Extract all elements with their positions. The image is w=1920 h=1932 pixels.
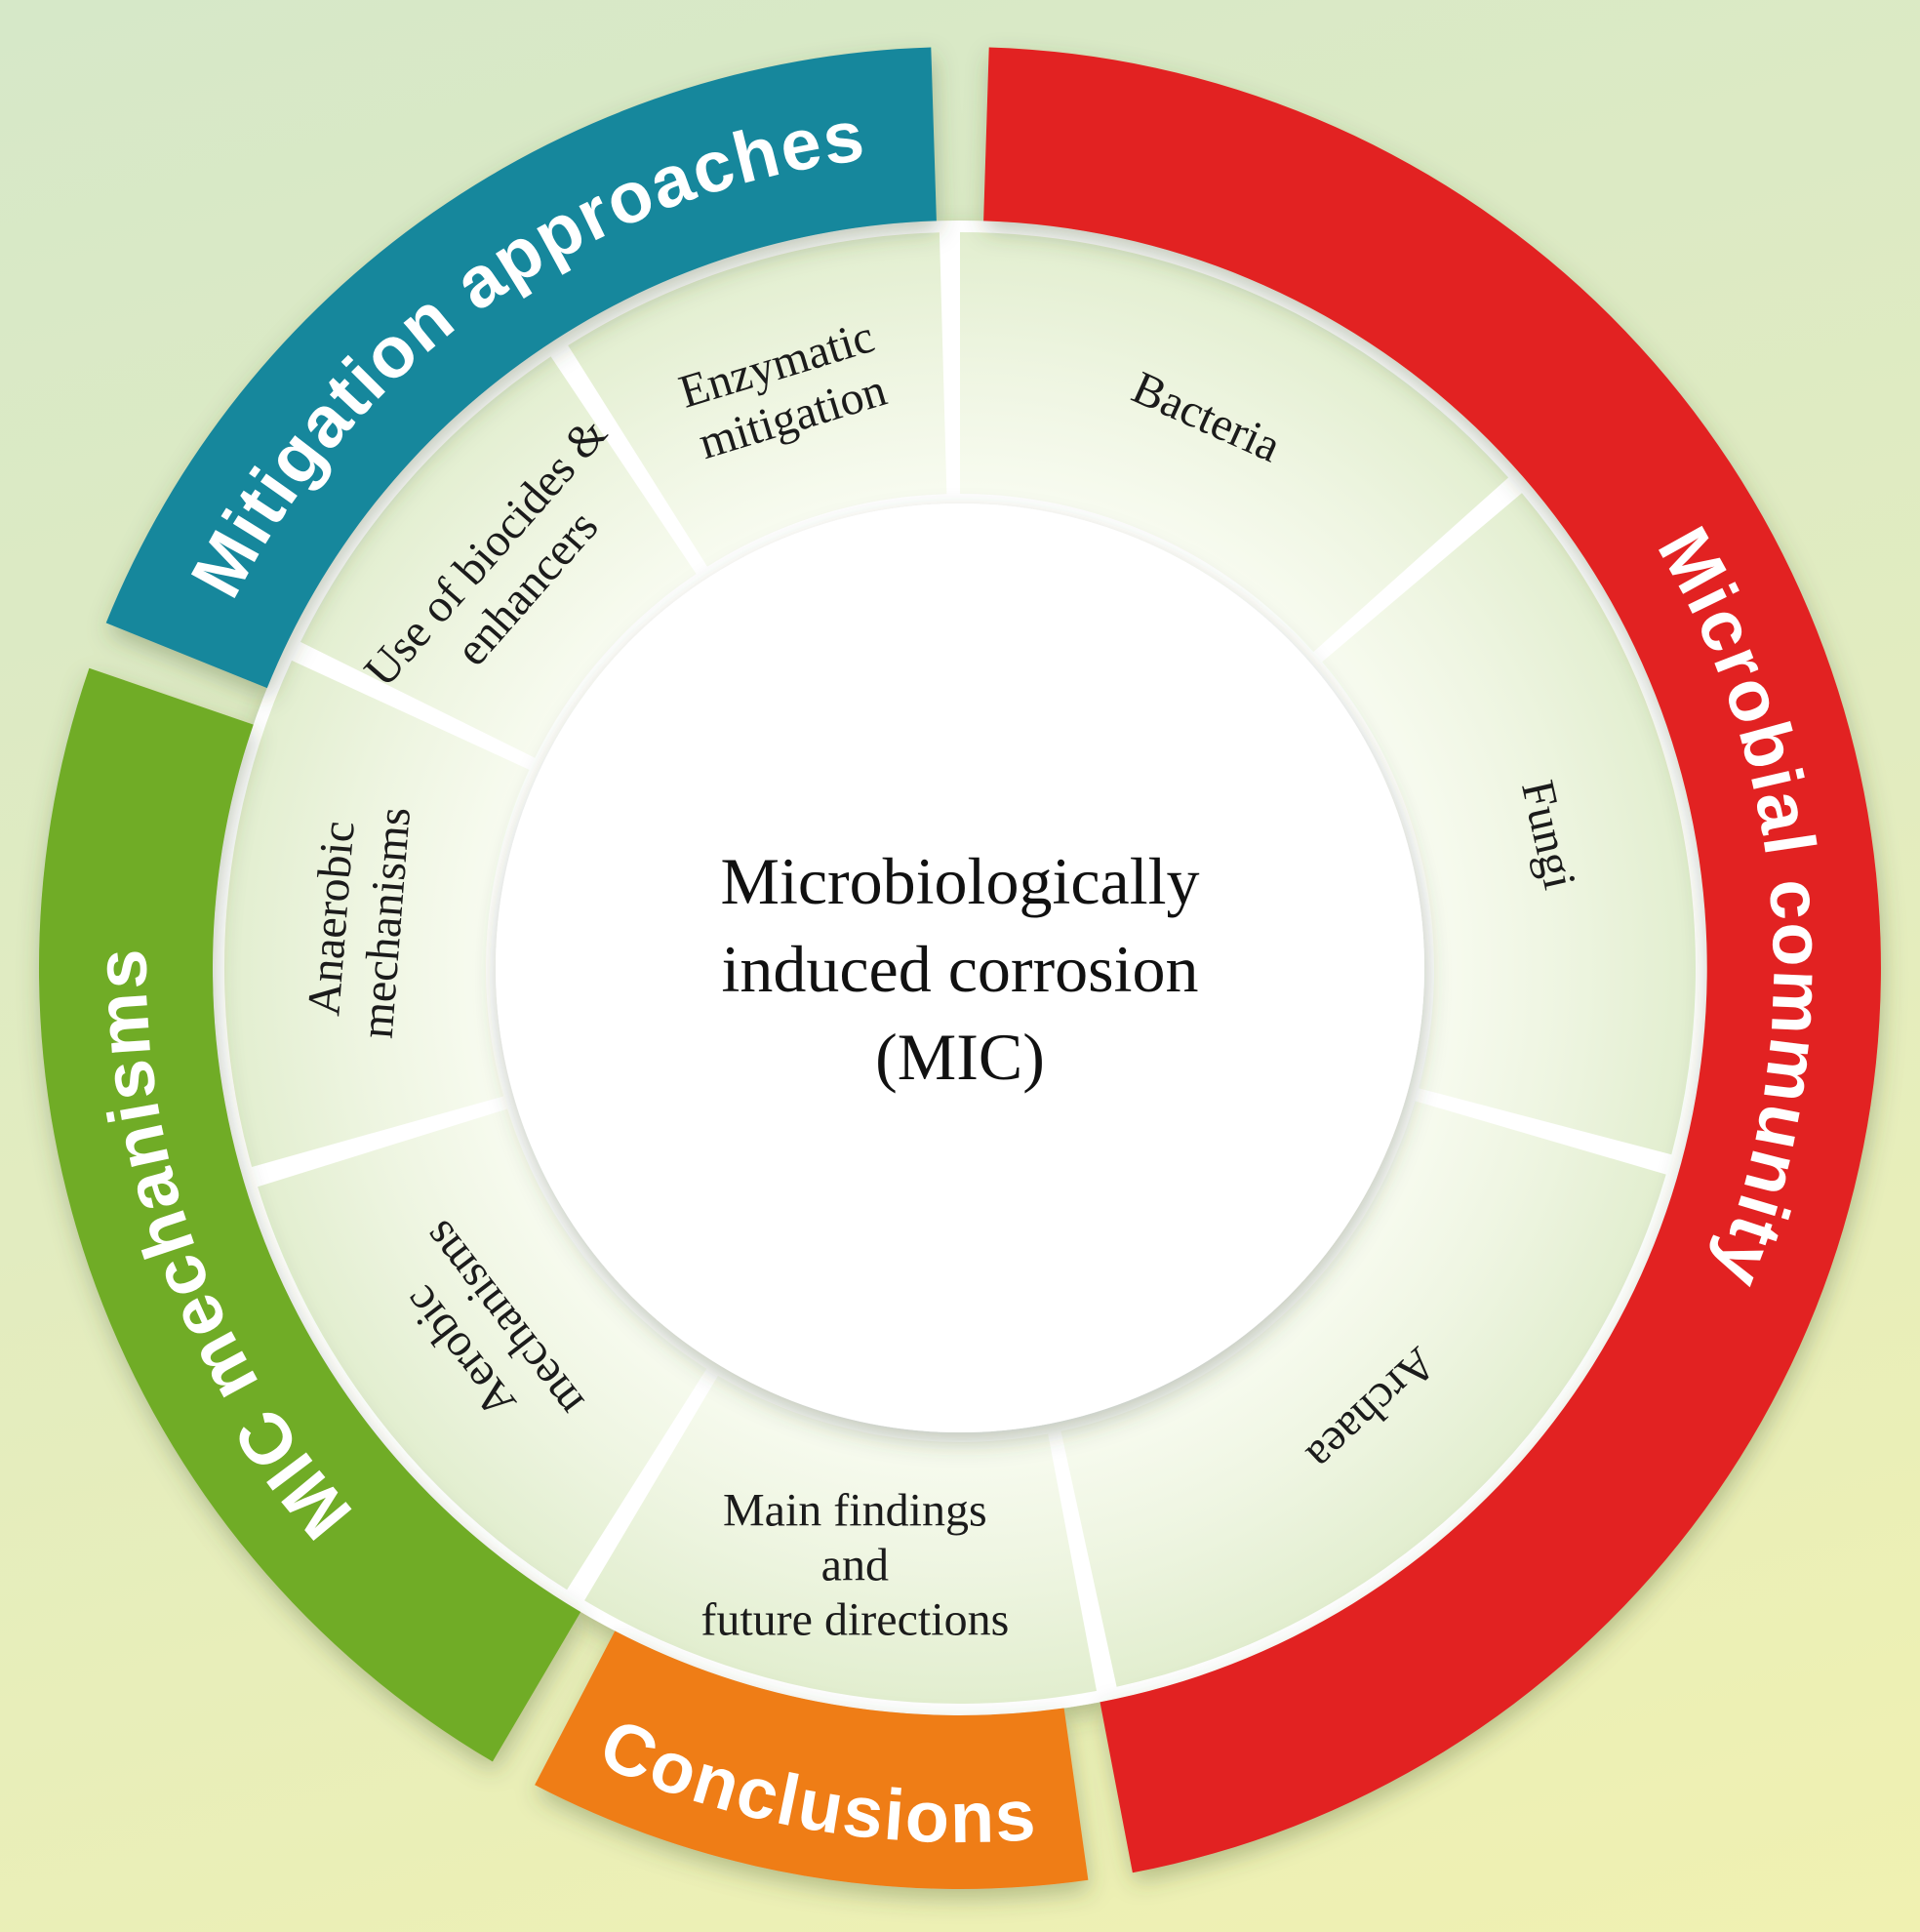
section-mitigation-approaches <box>105 47 937 689</box>
segment-aerobic-mechanisms <box>258 1108 707 1590</box>
segment-anaerobic-mechanisms <box>223 660 530 1167</box>
segment-biocides-enhancers <box>300 356 697 758</box>
segment-enzymatic-mitigation <box>568 232 947 567</box>
segment-bacteria <box>960 232 1509 653</box>
segment-fungi <box>1322 493 1696 1155</box>
section-mic-mechanisms <box>38 667 581 1762</box>
segment-main-findings <box>584 1375 1097 1704</box>
center-circle <box>496 503 1424 1432</box>
section-conclusions <box>535 1630 1089 1889</box>
segment-archaea <box>1060 1101 1666 1687</box>
section-microbial-community <box>983 47 1881 1873</box>
